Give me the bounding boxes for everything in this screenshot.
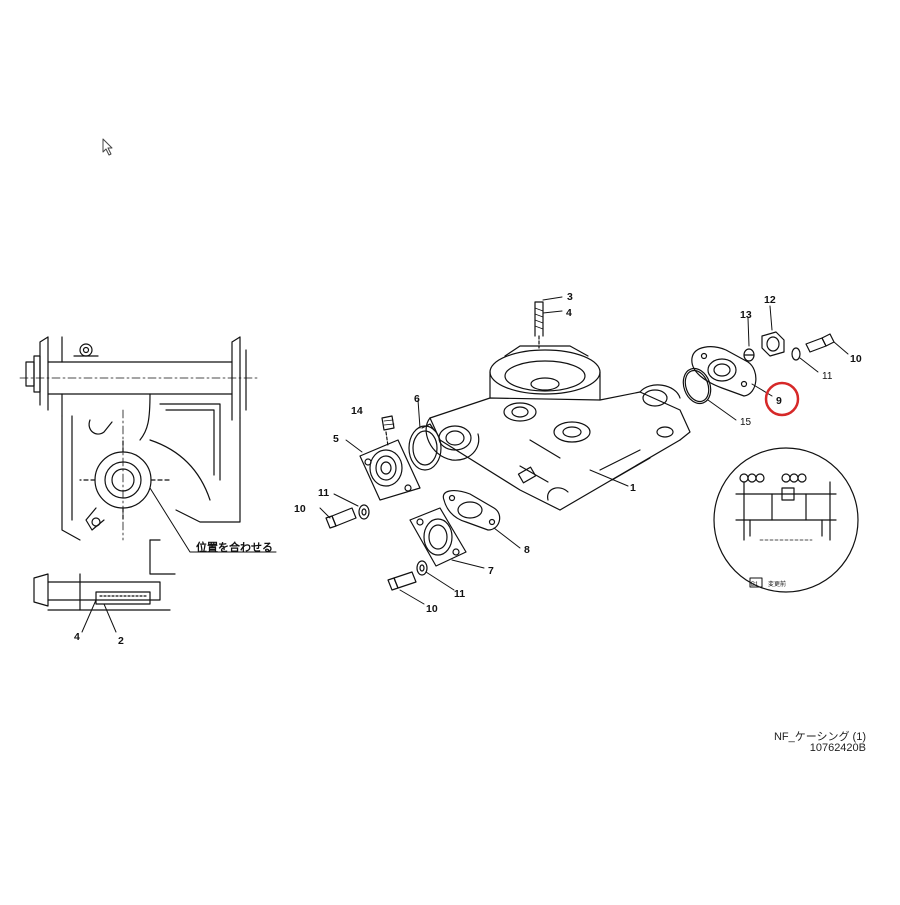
callout-7: 7 xyxy=(488,565,494,577)
highlight-ring-9 xyxy=(764,381,800,417)
part-13-pin xyxy=(743,317,755,362)
callout-13: 13 xyxy=(740,309,752,321)
part-1-casing xyxy=(425,345,691,511)
inset-detail xyxy=(713,447,859,593)
part-15-oring xyxy=(682,367,737,421)
part-3-stud xyxy=(534,296,563,349)
callout-11-left: 11 xyxy=(318,487,329,499)
callout-5: 5 xyxy=(333,433,339,445)
callout-4-stud: 4 xyxy=(566,307,572,319)
diagram-code: 10762420B xyxy=(809,742,866,754)
part-12-nut xyxy=(761,305,785,357)
bolt-washer-set-lower xyxy=(387,560,455,605)
bolt-washer-set-left xyxy=(319,493,370,529)
callout-10-right: 10 xyxy=(850,353,862,365)
callout-10-lower: 10 xyxy=(426,603,438,615)
mouse-pointer-icon xyxy=(102,138,113,156)
part-8-gasket xyxy=(442,490,521,549)
part-6-seal xyxy=(408,399,442,471)
callout-3: 3 xyxy=(567,291,573,303)
callout-11-lower: 11 xyxy=(454,588,465,600)
bolt-washer-set-right xyxy=(791,333,849,373)
callout-8: 8 xyxy=(524,544,530,556)
section-view-lower xyxy=(33,539,176,633)
part-14-plug xyxy=(381,415,395,447)
callout-15: 15 xyxy=(740,417,752,428)
callout-9: 9 xyxy=(776,395,782,407)
alignment-note: 位置を合わせる xyxy=(196,540,273,554)
section-view-left xyxy=(19,336,277,553)
part-9-flange xyxy=(691,346,773,397)
callout-12: 12 xyxy=(764,294,776,306)
inset-caption: 変更前 xyxy=(768,580,786,588)
part-5-housing xyxy=(345,439,421,501)
callout-14: 14 xyxy=(351,405,363,417)
callout-2: 2 xyxy=(118,635,124,647)
callout-1: 1 xyxy=(630,482,636,494)
callout-10-left: 10 xyxy=(294,503,306,515)
diagram-title: NF_ケーシング (1) xyxy=(773,731,866,743)
callout-6: 6 xyxy=(414,393,420,405)
callout-4-section: 4 xyxy=(74,631,80,643)
callout-11-right: 11 xyxy=(822,371,833,382)
inset-tag: B1 xyxy=(751,582,759,588)
part-7-housing xyxy=(409,507,485,569)
